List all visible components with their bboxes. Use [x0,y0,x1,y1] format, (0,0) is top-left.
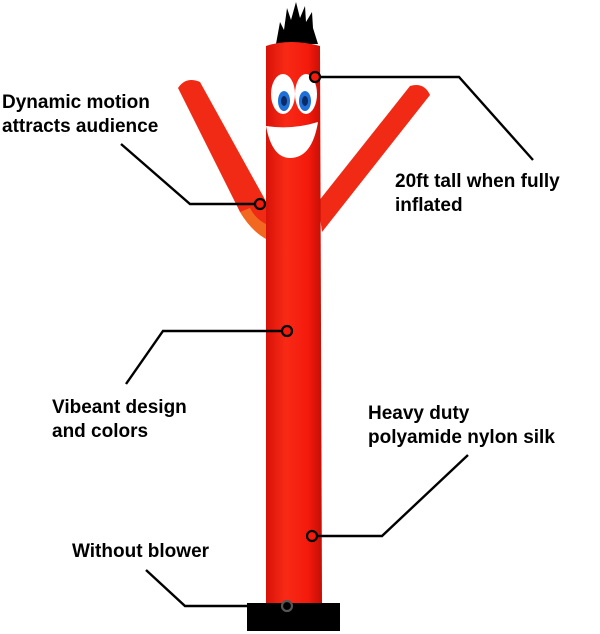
callout-heavy-duty-nylon-line-1: Heavy duty [368,403,470,424]
leader-line-blower [145,569,286,608]
leader-line-motion [120,143,257,206]
anchor-dot-blower [280,599,294,613]
callout-without-blower: Without blower [72,540,209,564]
smile-mouth [266,122,318,158]
callout-heavy-duty-nylon: Heavy duty polyamide nylon silk [368,402,555,450]
anchor-dot-nylon [305,529,319,543]
callout-dynamic-motion: Dynamic motion attracts audience [2,91,158,139]
callout-dynamic-motion-line-1: Dynamic motion [2,92,150,113]
base-block [247,603,340,631]
right-eye [295,74,317,114]
left-arm [178,80,268,240]
callout-heavy-duty-nylon-line-2: polyamide nylon silk [368,427,555,448]
anchor-dots [253,70,322,613]
anchor-dot-tall [308,70,322,84]
callout-20ft-tall: 20ft tall when fully inflated [395,170,560,218]
callout-20ft-tall-line-1: 20ft tall when fully [395,171,560,192]
callout-vibeant-design-line-2: and colors [52,421,149,442]
left-arm-highlight [240,208,268,240]
right-arm [318,85,430,232]
tube-body [266,42,322,604]
callout-vibeant-design-line-1: Vibeant design [52,397,187,418]
hair-tuft [276,2,318,44]
callout-without-blower-line-1: Without blower [72,541,210,562]
leader-line-design [125,329,286,385]
callout-dynamic-motion-line-2: attracts audience [2,116,159,137]
leader-line-nylon [314,454,469,538]
callout-20ft-tall-line-2: inflated [395,195,463,216]
left-eye [271,74,295,114]
leader-lines [120,75,534,608]
anchor-dot-motion [253,197,267,211]
callout-vibeant-design: Vibeant design and colors [52,396,187,444]
anchor-dot-design [280,324,294,338]
leader-line-tall [318,75,534,161]
